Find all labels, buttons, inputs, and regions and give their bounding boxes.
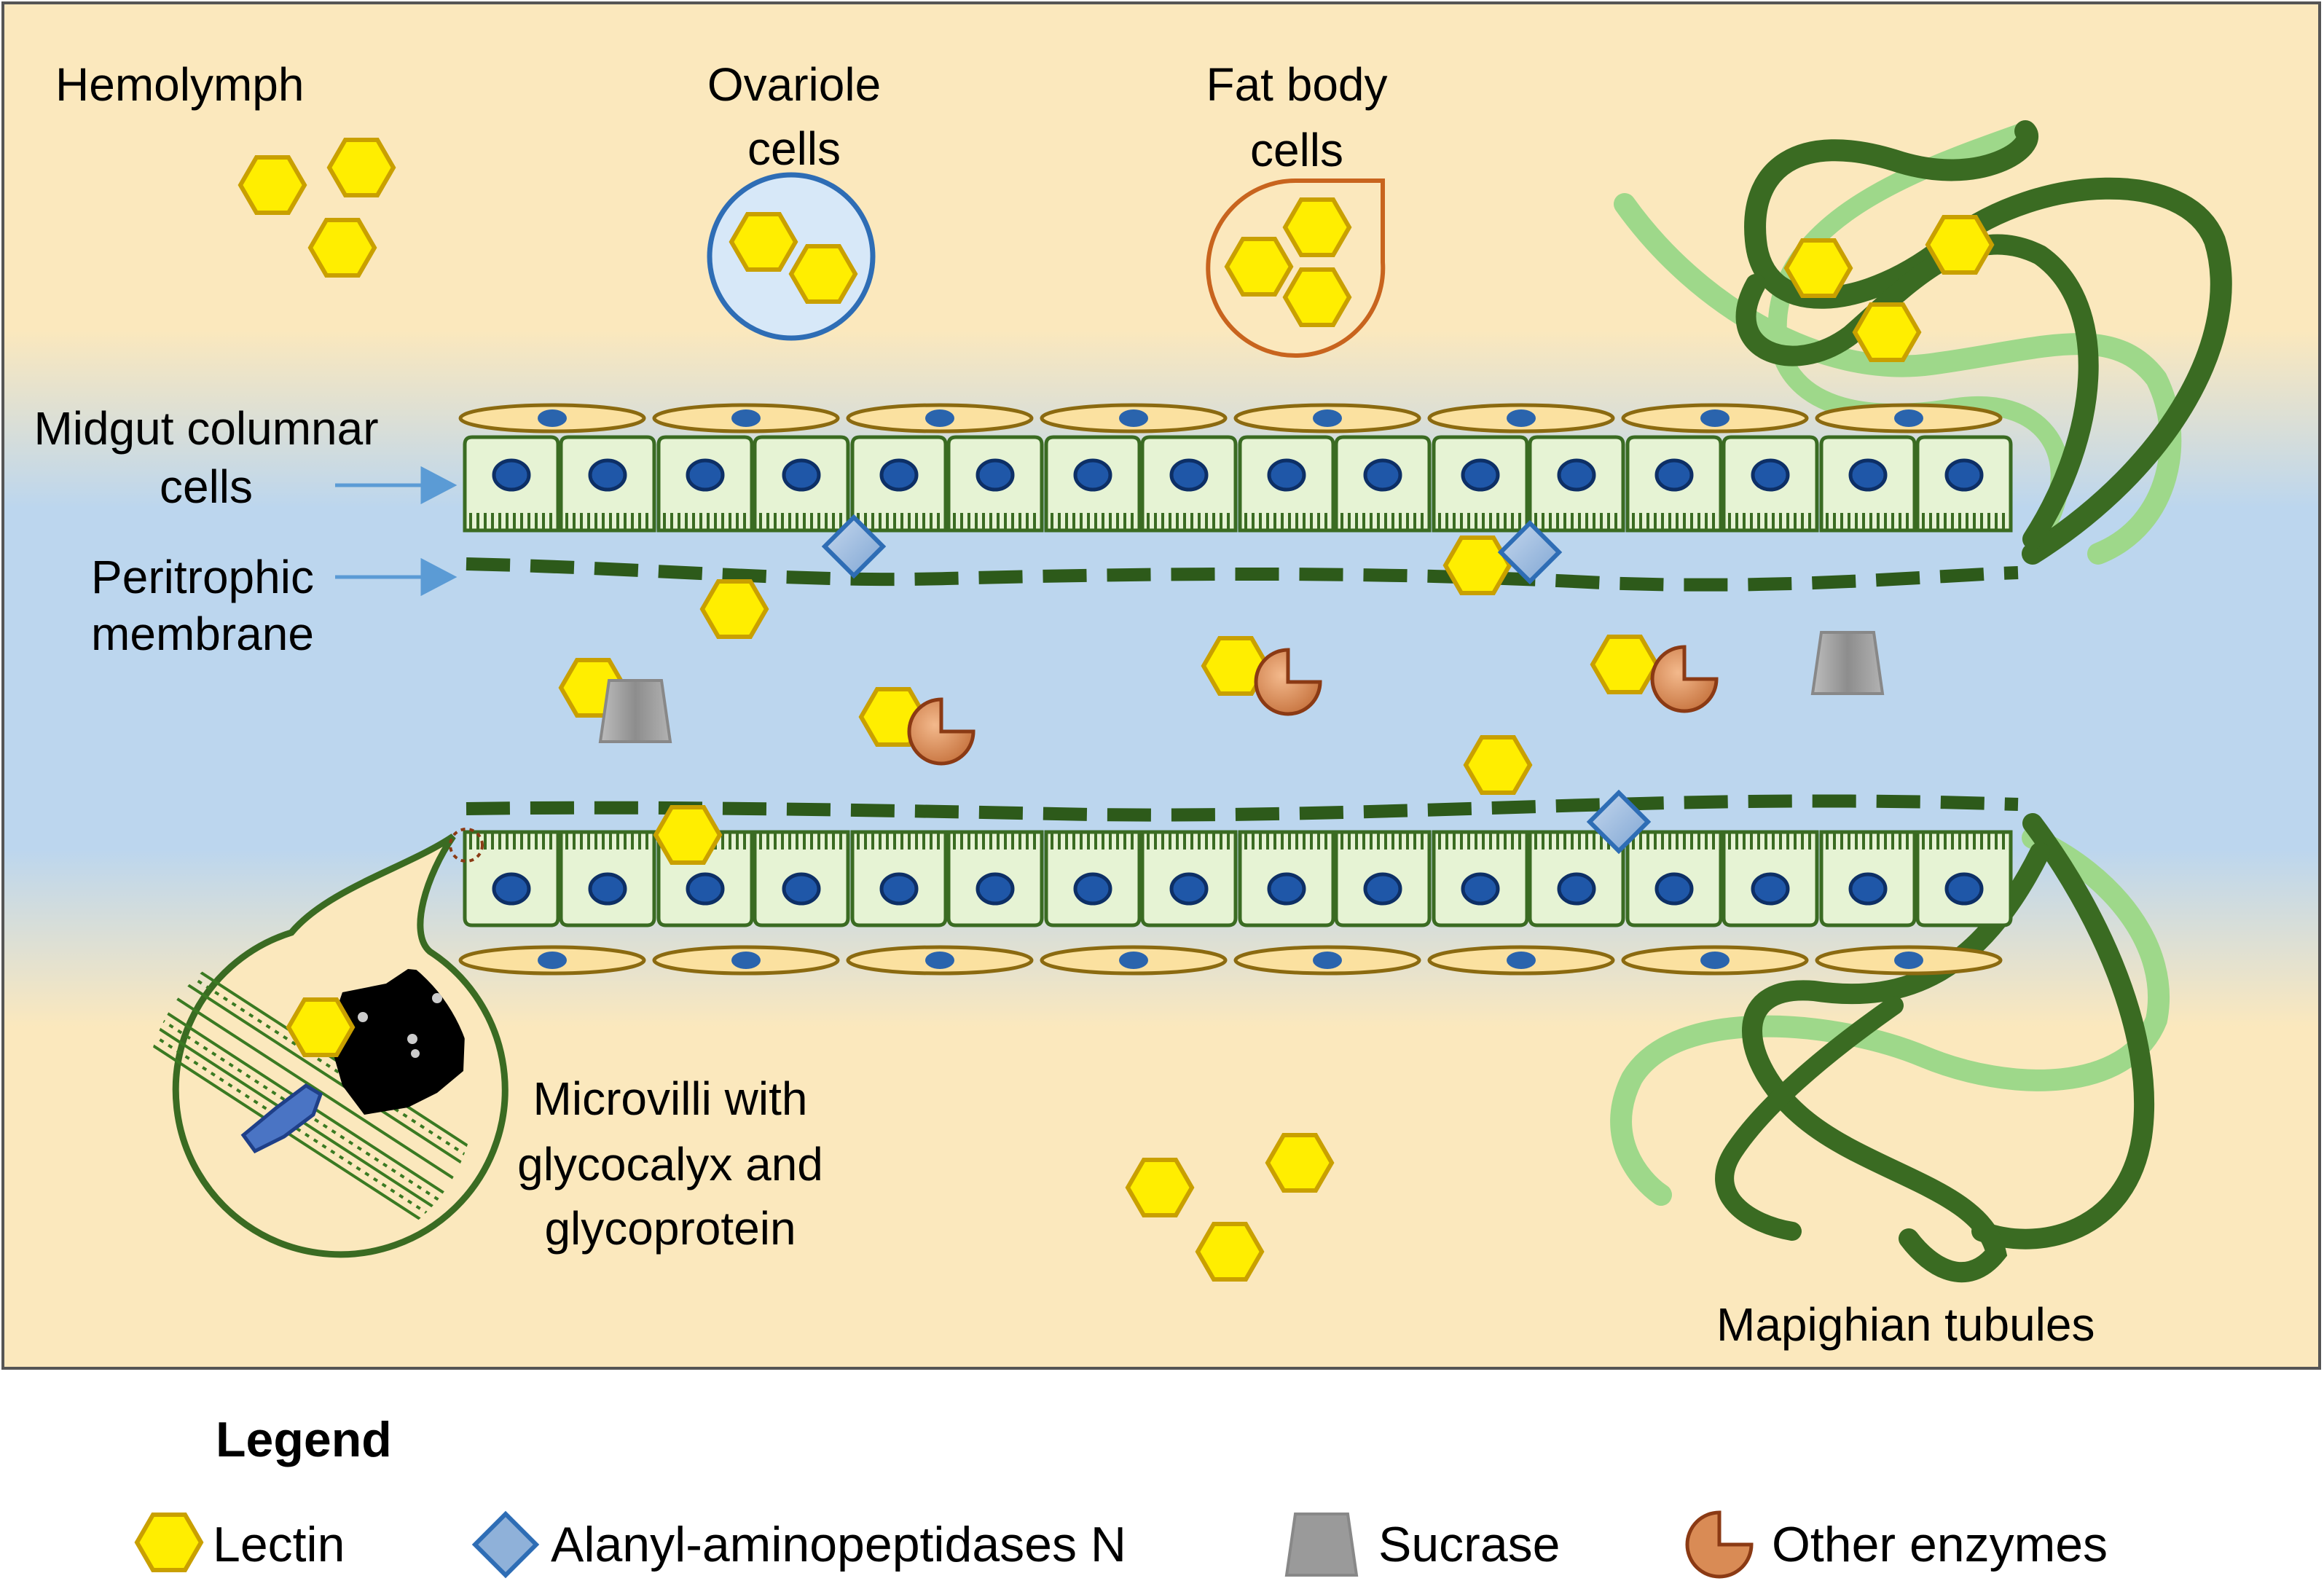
- midgut-epithelium-bottom: [460, 794, 2019, 973]
- microvilli-label-line2: glycocalyx and: [517, 1138, 823, 1190]
- label-arrows: [335, 466, 458, 597]
- ovariole-label-line2: cells: [747, 122, 841, 175]
- legend-title: Legend: [216, 1412, 392, 1467]
- malpighian-tubules-lower: [1610, 813, 2170, 1283]
- ovariole-cell: [707, 172, 876, 341]
- fatbody-label-line1: Fat body: [1206, 58, 1388, 111]
- midgut-epithelium-top: [460, 405, 2019, 592]
- peritrophic-label-line2: membrane: [91, 608, 314, 660]
- hemolymph-label: Hemolymph: [55, 58, 305, 111]
- peritrophic-membrane-bottom: [466, 794, 2019, 822]
- legend-label-aminopeptidase: Alanyl-aminopeptidases N: [551, 1517, 1126, 1572]
- aminopeptidase-diamond-icon: [471, 1510, 540, 1579]
- sucrase-trapezoid-icon: [1284, 1513, 1359, 1577]
- peritrophic-membrane-top: [466, 557, 2019, 592]
- malpighian-label: Mapighian tubules: [1716, 1298, 2095, 1351]
- legend-label-other-enzymes: Other enzymes: [1772, 1517, 2108, 1572]
- microvilli-label-line3: glycoprotein: [544, 1202, 796, 1255]
- fatbody-label-line2: cells: [1249, 124, 1344, 176]
- microvilli-label-line1: Microvilli with: [533, 1072, 808, 1125]
- ovariole-label-line1: Ovariole: [707, 58, 882, 111]
- midgut-label-line1: Midgut columnar: [34, 402, 379, 455]
- microvilli-zoom-callout: [146, 828, 509, 1258]
- midgut-label-line2: cells: [159, 460, 254, 513]
- peritrophic-label-line1: Peritrophic: [91, 551, 314, 603]
- lectin-hexagon-icon: [134, 1513, 204, 1572]
- legend-label-lectin: Lectin: [213, 1517, 345, 1572]
- legend-label-sucrase: Sucrase: [1378, 1517, 1561, 1572]
- enzyme-pacman-icon: [1685, 1510, 1754, 1579]
